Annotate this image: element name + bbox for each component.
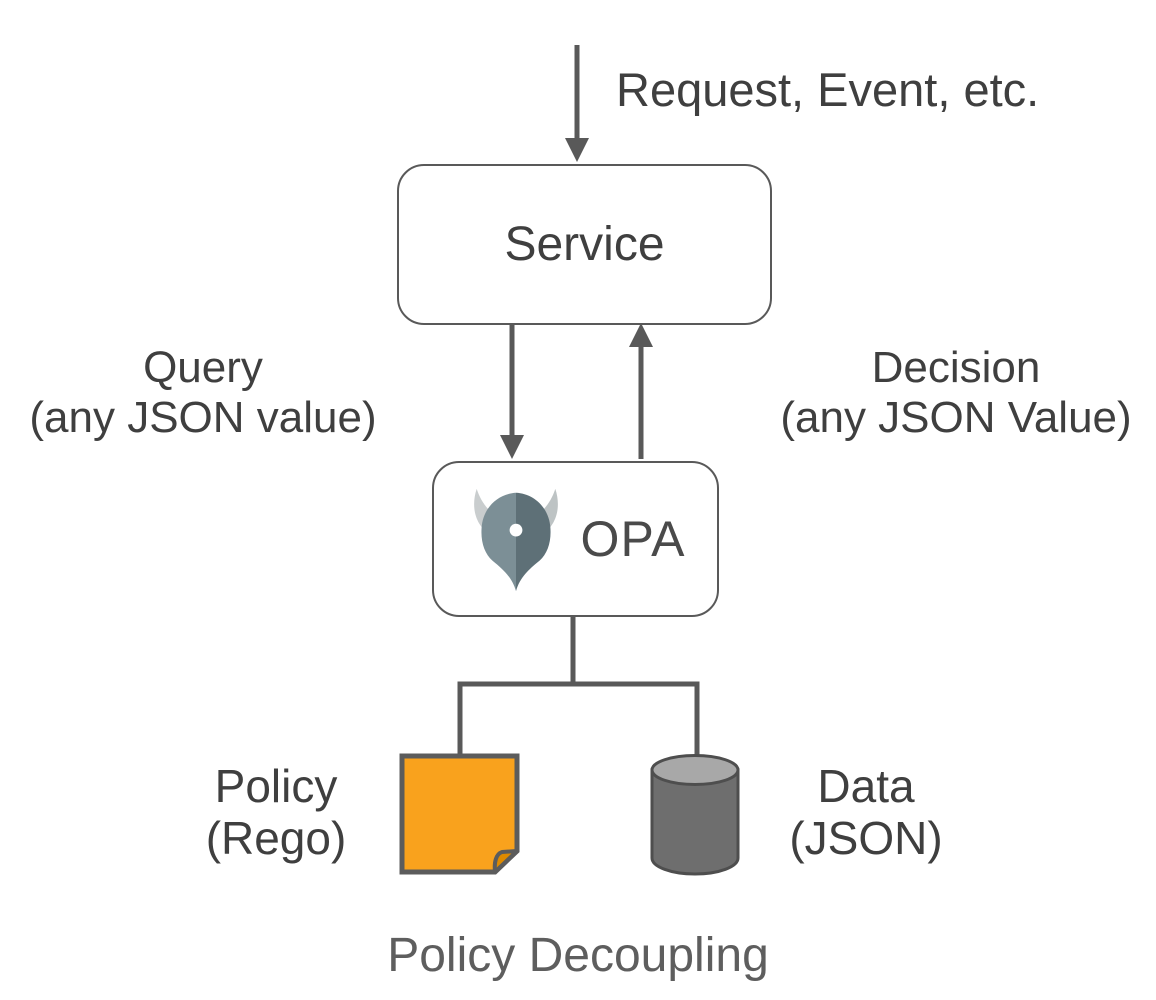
service-node: Service: [397, 164, 772, 325]
data-label: Data (JSON): [756, 760, 976, 865]
branch-connector: [457, 681, 700, 757]
query-label-line1: Query: [143, 343, 263, 392]
decision-label-line2: (any JSON Value): [780, 393, 1132, 443]
policy-label-line1: Policy: [214, 760, 338, 812]
policy-label-line2: (Rego): [205, 812, 347, 865]
policy-label: Policy (Rego): [166, 760, 386, 865]
diagram-caption: Policy Decoupling: [387, 929, 769, 982]
opa-node-label: OPA: [580, 511, 686, 567]
decision-label: Decision (any JSON Value): [758, 343, 1154, 443]
opa-node: OPA: [432, 461, 719, 617]
request-arrow-head: [565, 138, 589, 162]
service-node-label: Service: [504, 218, 665, 271]
data-label-line2: (JSON): [789, 812, 943, 865]
query-arrow-head: [500, 435, 524, 459]
data-label-line1: Data: [817, 760, 915, 812]
decision-label-line1: Decision: [871, 343, 1041, 392]
document-icon: [398, 752, 521, 881]
query-label-line2: (any JSON value): [29, 393, 377, 443]
decision-arrow-head: [629, 323, 653, 347]
query-label: Query (any JSON value): [10, 343, 396, 443]
opa-helmet-icon: [473, 488, 558, 592]
database-cylinder-icon: [648, 753, 742, 882]
request-label: Request, Event, etc.: [616, 63, 1040, 116]
